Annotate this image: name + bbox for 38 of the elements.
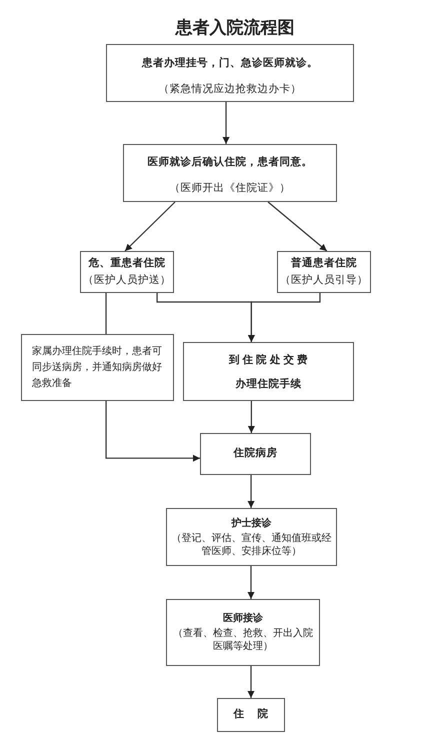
step-title: 到 住 院 处 交 费 xyxy=(228,354,308,368)
process-box xyxy=(200,433,311,475)
arrow xyxy=(247,566,254,599)
process-box xyxy=(217,698,285,732)
arrow xyxy=(222,102,230,144)
connector-line xyxy=(105,293,107,334)
process-box xyxy=(106,44,354,102)
process-box xyxy=(21,334,174,401)
process-box xyxy=(80,251,174,293)
step-title: 医师就诊后确认住院，患者同意。 xyxy=(148,156,312,170)
process-box xyxy=(277,251,371,293)
diagram-title: 患者入院流程图 xyxy=(174,17,296,39)
arrow xyxy=(105,401,200,462)
process-box xyxy=(166,508,337,566)
arrow xyxy=(124,202,176,252)
step-note: （查看、检查、抢救、开出入院医嘱等处理） xyxy=(172,627,314,653)
step-note: （紧急情况应边抢救边办卡） xyxy=(158,83,302,97)
process-box xyxy=(183,342,354,401)
arrow xyxy=(248,475,255,508)
process-box xyxy=(166,599,320,666)
process-box xyxy=(123,144,337,202)
step-text: 住院病房 xyxy=(234,447,278,461)
step-text: 家属办理住院手续时，患者可同步送病房，并通知病房做好急救准备 xyxy=(32,344,163,390)
arrow xyxy=(268,202,328,252)
step-note: （医护人员护送） xyxy=(83,274,171,288)
step-title: 医师接诊 xyxy=(223,612,263,625)
step-title: 患者办理挂号，门、急诊医师就诊。 xyxy=(142,57,318,71)
step-note: （医护人员引导） xyxy=(280,274,368,288)
step-note: （登记、评估、宣传、通知值班或经管医师、安排床位等） xyxy=(171,532,332,558)
step-text: 住 院 xyxy=(234,708,268,722)
step-title: 危、重患者住院 xyxy=(88,256,166,270)
step-note: （医师开出《住院证》） xyxy=(170,182,290,196)
step-note: 办理住院手续 xyxy=(236,378,302,392)
arrow xyxy=(248,293,321,342)
step-title: 普通患者住院 xyxy=(291,256,357,270)
step-title: 护士接诊 xyxy=(232,516,272,530)
arrow xyxy=(248,666,254,698)
arrow xyxy=(248,401,255,433)
